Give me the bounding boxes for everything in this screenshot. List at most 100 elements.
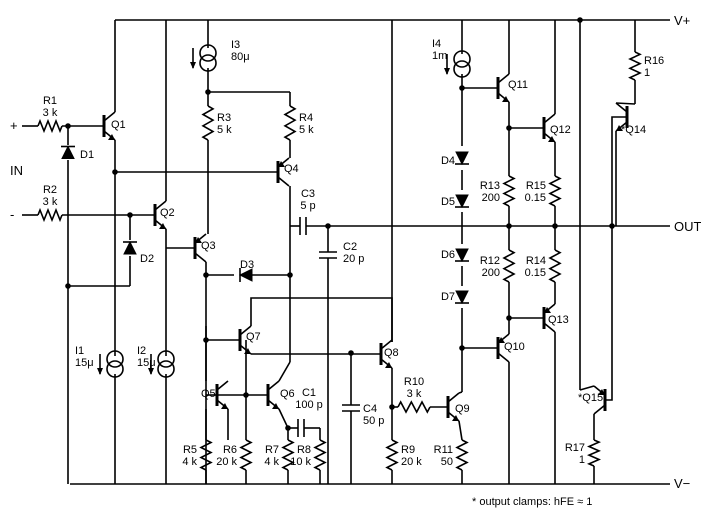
transistor-Q10-ref: Q10 xyxy=(504,341,525,353)
resistor-R10-value: 3 k xyxy=(407,388,422,400)
diode-D4-ref: D4 xyxy=(441,155,455,167)
transistor-Q5-arrow xyxy=(221,403,228,409)
resistor-R1 xyxy=(37,118,63,134)
transistor-Q10-lead xyxy=(497,352,510,363)
resistor-R16 xyxy=(628,51,642,81)
input-minus-label: - xyxy=(10,207,14,222)
resistor-R2 xyxy=(37,207,63,223)
resistor-R11-value: 50 xyxy=(441,456,453,468)
current-arrowhead-I2 xyxy=(148,368,154,375)
transistor-Q5-ref: Q5 xyxy=(201,388,216,400)
resistor-R3-ref: R3 xyxy=(217,112,231,124)
transistor-Q4-ref: Q4 xyxy=(284,163,299,175)
resistor-R6-value: 20 k xyxy=(216,456,237,468)
diode-D1-ref: D1 xyxy=(80,149,94,161)
transistor-Q11-lead xyxy=(497,73,510,84)
resistor-R2-ref: R2 xyxy=(43,184,57,196)
resistor-R7-ref: R7 xyxy=(265,444,279,456)
diode-D4 xyxy=(455,151,469,166)
transistor-Q8-lead xyxy=(380,339,393,350)
resistor-R16-ref: R16 xyxy=(644,55,664,67)
input-in-label: IN xyxy=(10,163,23,178)
current-arrowhead-I3 xyxy=(190,62,196,69)
current-source-I1 xyxy=(106,350,124,368)
current-source-I3-value: 80μ xyxy=(231,51,250,63)
transistor-Q12-arrow xyxy=(548,136,555,142)
resistor-R5-value: 4 k xyxy=(182,456,197,468)
transistor-Q11-arrow xyxy=(502,96,509,102)
resistor-R8-ref: R8 xyxy=(297,444,311,456)
current-source-I3-ref: I3 xyxy=(231,39,240,51)
diode-D6 xyxy=(455,248,469,263)
diode-D5 xyxy=(455,194,469,209)
transistor-Q9-ref: Q9 xyxy=(455,403,470,415)
resistor-R4-ref: R4 xyxy=(299,112,313,124)
current-source-I2-value: 15μ xyxy=(137,357,156,369)
transistor-Q6-arrow xyxy=(272,403,279,409)
transistor-Q14-arrow xyxy=(616,125,623,131)
vplus-label: V+ xyxy=(674,13,690,28)
transistor-Q1-ref: Q1 xyxy=(111,119,126,131)
transistor-Q6-lead xyxy=(267,380,280,391)
resistor-R10-ref: R10 xyxy=(404,376,424,388)
current-source-I4-value: 1m xyxy=(432,50,447,62)
wire xyxy=(278,408,289,440)
capacitor-C4-ref: C4 xyxy=(363,403,377,415)
resistor-R2-value: 3 k xyxy=(43,196,58,208)
junction-dot xyxy=(285,425,291,431)
capacitor-C3-ref: C3 xyxy=(301,188,315,200)
transistor-Q13-arrow xyxy=(544,307,551,313)
resistor-R10 xyxy=(397,400,431,414)
resistor-R15 xyxy=(548,175,562,207)
wire xyxy=(611,116,627,226)
transistor-Q15-arrow xyxy=(598,389,605,395)
resistor-R11 xyxy=(455,439,469,471)
wire xyxy=(458,391,463,394)
resistor-R7-value: 4 k xyxy=(264,456,279,468)
resistor-R5-ref: R5 xyxy=(183,444,197,456)
resistor-R15-ref: R15 xyxy=(526,180,546,192)
resistor-R1-ref: R1 xyxy=(43,95,57,107)
transistor-Q7-lead xyxy=(239,325,252,336)
resistor-R9-value: 20 k xyxy=(401,456,422,468)
transistor-Q15-ref: *Q15 xyxy=(578,392,603,404)
transistor-Q14-lead xyxy=(615,102,628,113)
wire xyxy=(579,385,595,391)
wire xyxy=(458,420,463,441)
diode-D5-ref: D5 xyxy=(441,196,455,208)
diode-D7-ref: D7 xyxy=(441,291,455,303)
diode-D2 xyxy=(123,240,137,255)
transistor-Q3-ref: Q3 xyxy=(201,240,216,252)
wire xyxy=(615,102,636,105)
current-arrowhead-I4 xyxy=(444,68,450,75)
transistor-Q11-ref: Q11 xyxy=(508,79,528,91)
resistor-R13-value: 200 xyxy=(482,192,500,204)
resistor-R11-ref: R11 xyxy=(434,444,453,456)
resistor-R3-value: 5 k xyxy=(217,124,232,136)
capacitor-C2-ref: C2 xyxy=(343,241,357,253)
resistor-R4 xyxy=(283,105,297,141)
transistor-Q3-lead xyxy=(194,252,207,263)
current-source-I2 xyxy=(157,350,175,368)
transistor-Q4-lead xyxy=(277,176,290,187)
transistor-Q6-ref: Q6 xyxy=(280,388,295,400)
current-source-I1-value: 15μ xyxy=(75,357,94,369)
transistor-Q2-arrow xyxy=(159,223,166,229)
capacitor-C3-value: 5 p xyxy=(300,200,315,212)
resistor-R13-ref: R13 xyxy=(480,180,500,192)
transistor-Q12-ref: Q12 xyxy=(550,124,571,136)
resistor-R13 xyxy=(502,175,516,207)
transistor-Q8-arrow xyxy=(385,362,392,368)
transistor-Q13-ref: Q13 xyxy=(548,314,569,326)
resistor-R14 xyxy=(548,249,562,283)
capacitor-C4-value: 50 p xyxy=(363,415,384,427)
diode-D6-ref: D6 xyxy=(441,249,455,261)
transistor-Q8-ref: Q8 xyxy=(384,347,399,359)
transistor-Q3-arrow xyxy=(195,237,202,243)
resistor-R9 xyxy=(385,439,399,471)
transistor-Q15-lead xyxy=(593,404,606,415)
resistor-R17-ref: R17 xyxy=(565,442,585,454)
output-clamps-footnote: * output clamps: hFE ≈ 1 xyxy=(472,496,592,508)
resistor-R17-value: 1 xyxy=(579,454,585,466)
resistor-R12-ref: R12 xyxy=(480,255,500,267)
